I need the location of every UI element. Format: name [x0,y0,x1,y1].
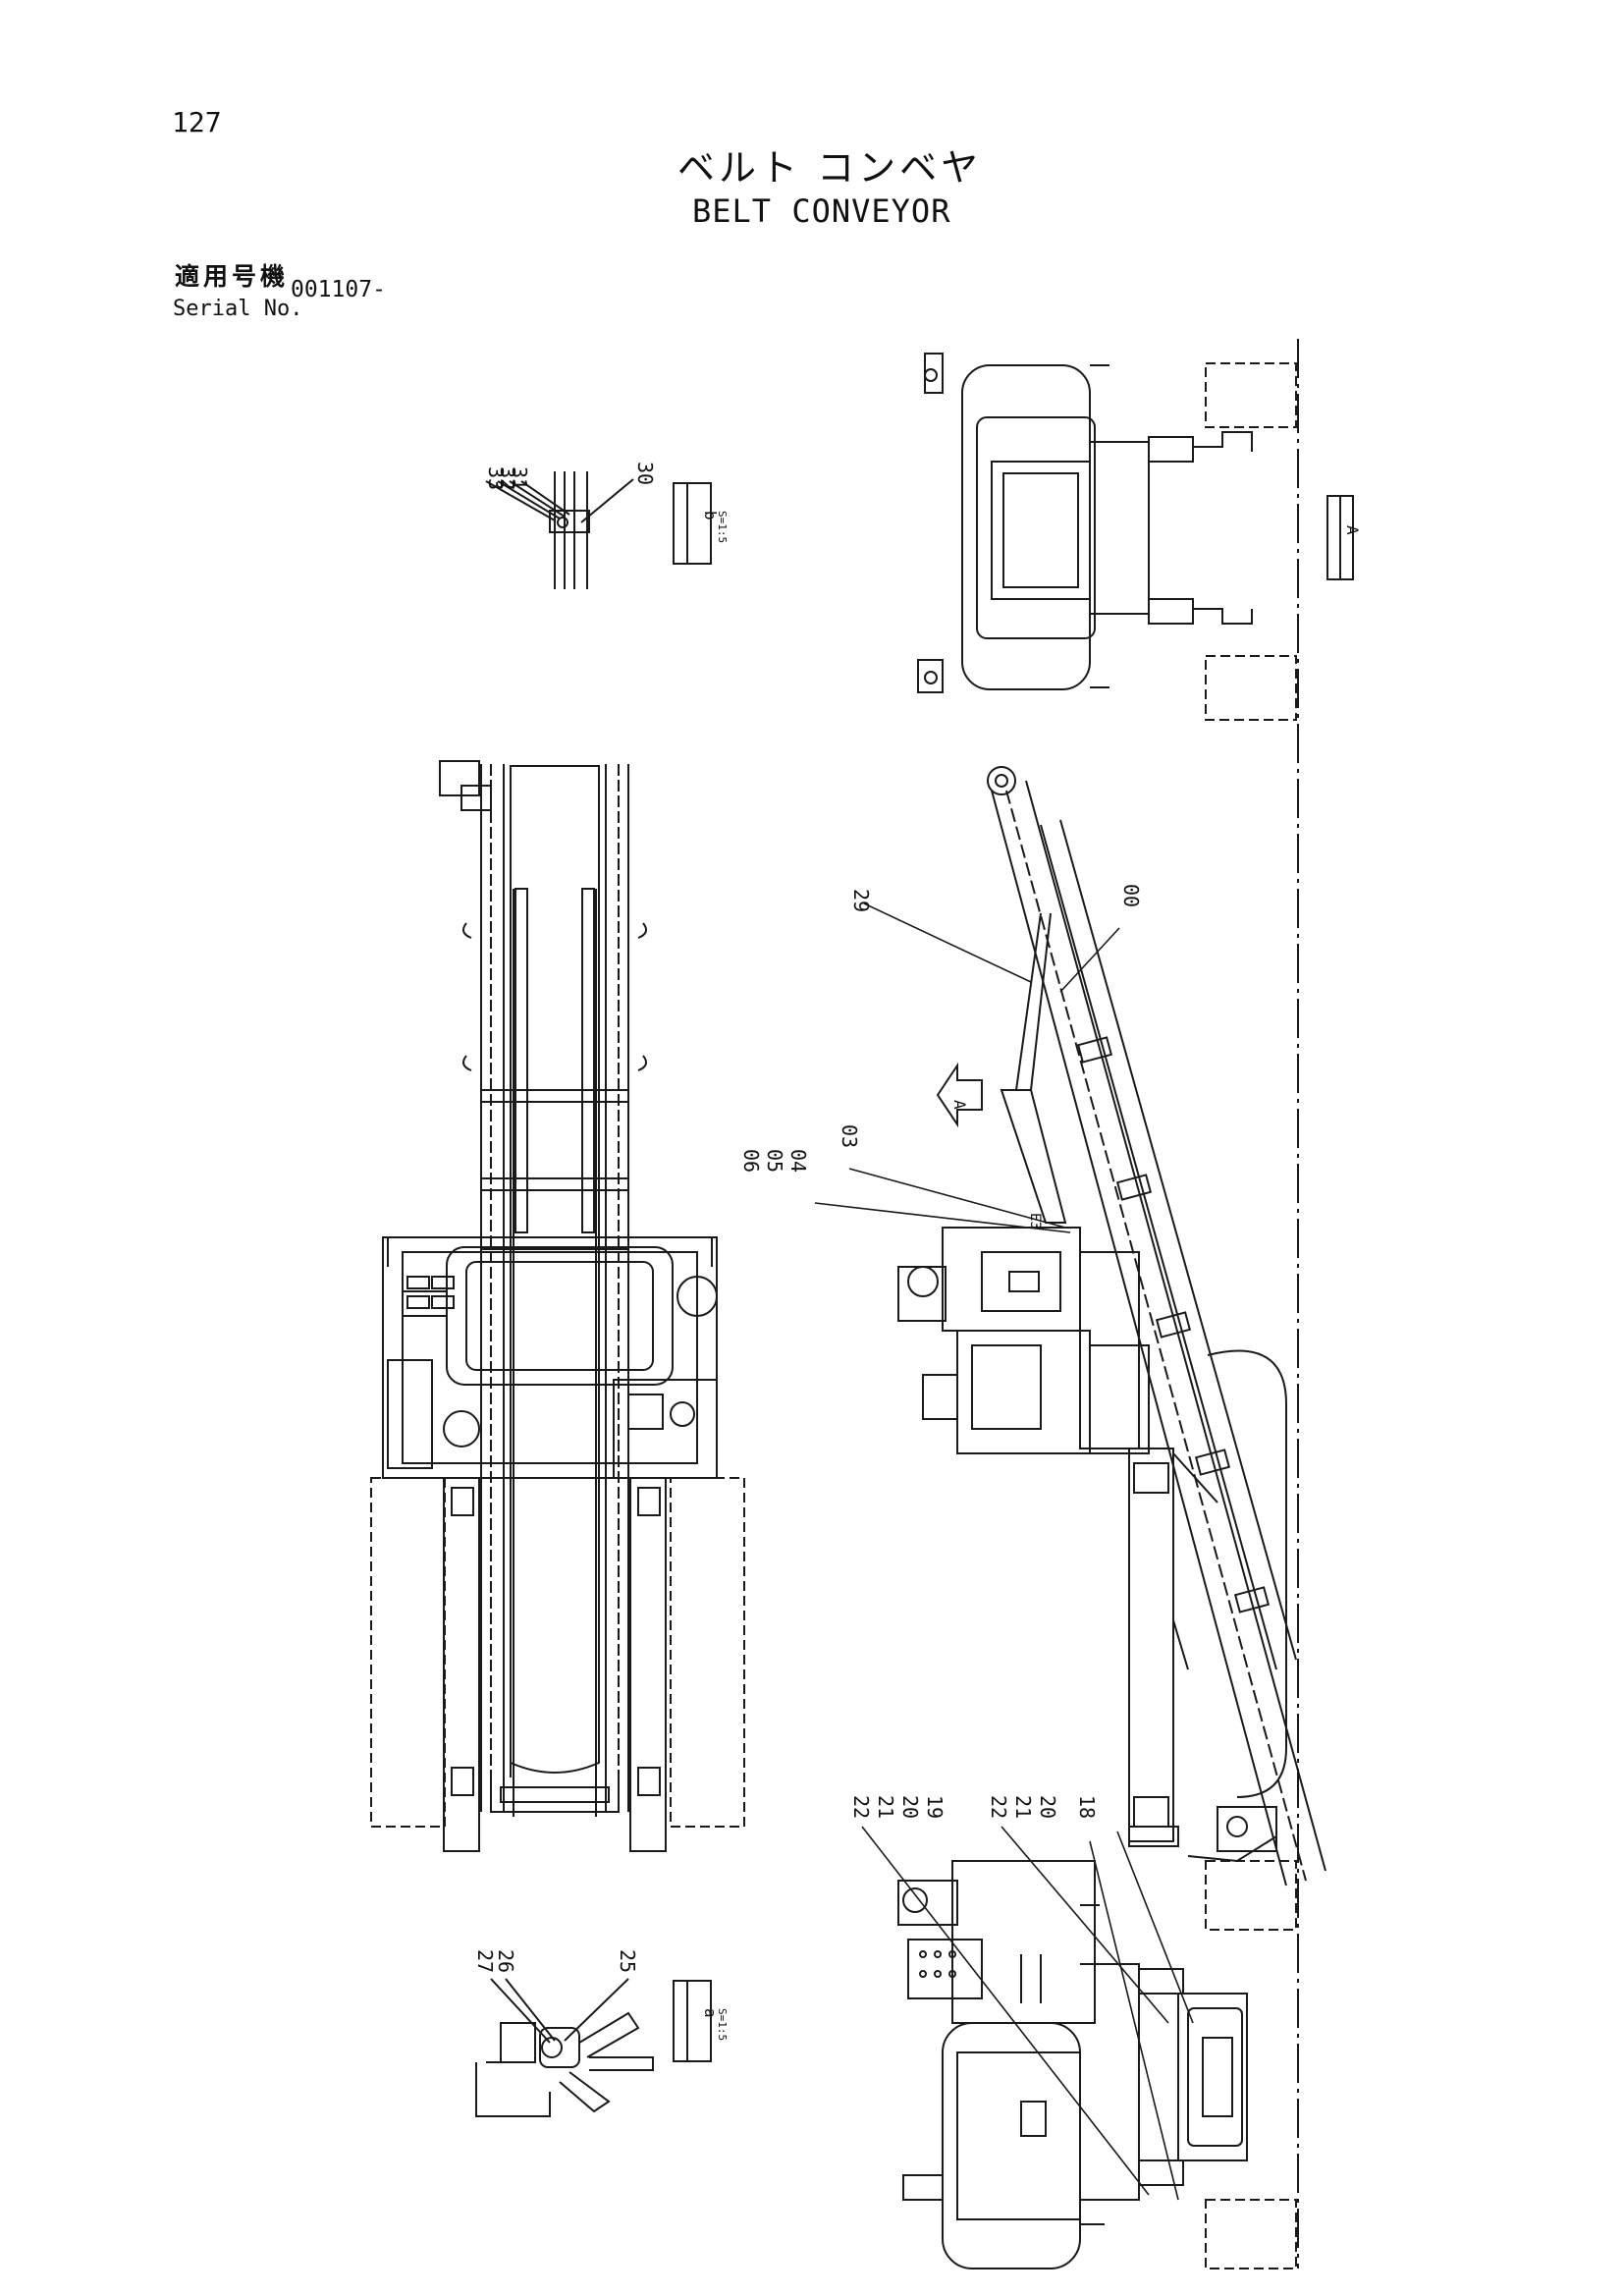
end-view-a [917,353,1297,721]
callout-22a: 22 [849,1795,873,1819]
serial-label-japanese: 適用号機 [175,262,290,291]
callout-labels: 33 32 31 30 29 00 06 05 04 03 22 21 20 1… [473,462,1143,1973]
callout-21b: 21 [1011,1795,1035,1819]
plan-view [370,760,745,1852]
callout-27: 27 [473,1949,497,1973]
view-a-tag [1326,495,1354,580]
detail-b [485,471,712,589]
detail-a-letter: a [701,2008,720,2018]
detail-a-scale: S=1:5 [716,2008,729,2041]
callout-20a: 20 [898,1795,922,1819]
callout-06: 06 [739,1149,763,1173]
callout-04: 04 [786,1149,810,1173]
callout-33: 33 [484,466,508,490]
callout-31: 31 [508,466,531,490]
view-arrow-letter: A [950,1100,969,1110]
callout-20b: 20 [1036,1795,1059,1819]
serial-number-value: 001107- [291,277,386,302]
detail-b-letter: b [701,511,720,520]
rear-view [897,1860,1297,2269]
callout-18: 18 [1075,1795,1099,1819]
leader-lines [814,902,1194,2201]
view-tags: A b S=1:5 a S=1:5 A E3 [701,511,1362,2041]
callout-19: 19 [923,1795,947,1819]
callout-03: 03 [838,1124,861,1148]
callout-30: 30 [633,462,657,485]
view-a-arrow [936,1062,983,1128]
view-a-tag-letter: A [1343,525,1362,535]
callout-22b: 22 [987,1795,1010,1819]
title-english: BELT CONVEYOR [692,192,951,230]
callout-32: 32 [496,466,519,490]
serial-label-english: Serial No. [173,297,303,321]
callout-25: 25 [616,1949,639,1973]
detail-a [475,1978,712,2117]
title-japanese: ベルト コンベヤ [677,146,983,190]
side-elevation [897,766,1326,1886]
callout-21a: 21 [874,1795,897,1819]
detail-b-scale: S=1:5 [716,511,729,543]
page-number: 127 [172,106,222,138]
callout-29: 29 [849,889,873,912]
callout-26: 26 [494,1949,517,1973]
label-e3: E3 [1027,1213,1043,1230]
callout-05: 05 [763,1149,786,1173]
callout-00: 00 [1119,884,1143,907]
